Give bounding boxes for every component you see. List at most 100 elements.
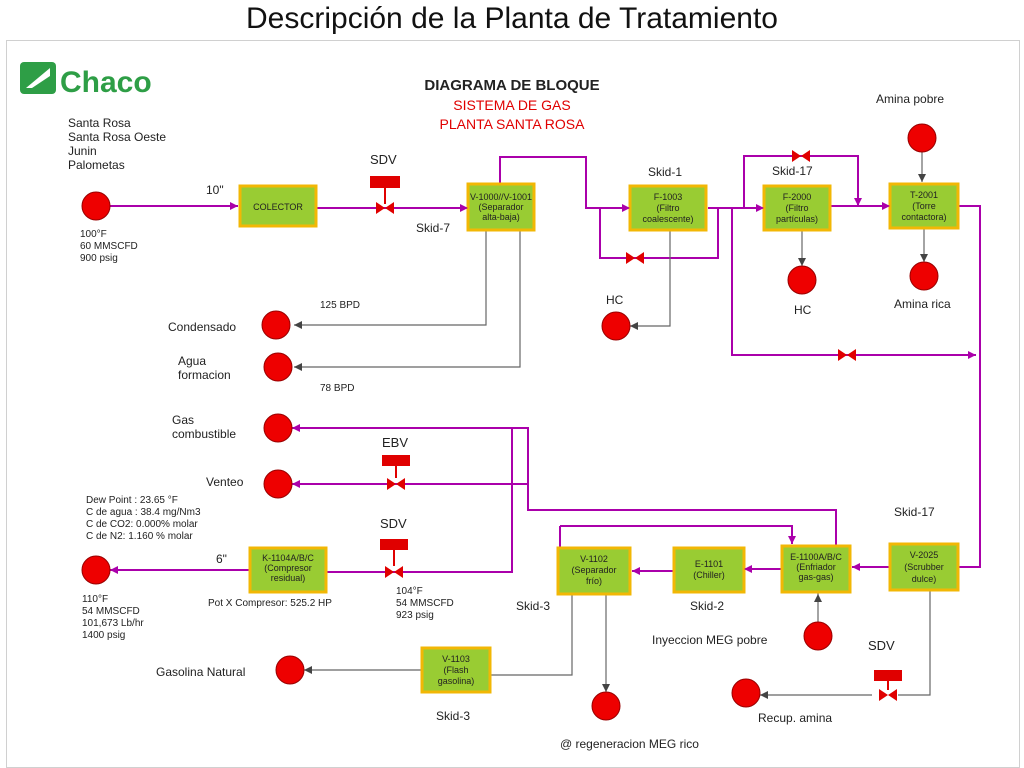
- svg-text:F-2000: F-2000: [783, 192, 812, 202]
- compressor-power: Pot X Compresor: 525.2 HP: [208, 598, 332, 609]
- source-4: Palometas: [68, 158, 125, 172]
- svg-text:(Separador: (Separador: [571, 565, 616, 575]
- dew-point-3: C de CO2: 0.000% molar: [86, 519, 198, 530]
- skid7-label: Skid-7: [416, 221, 450, 235]
- hc-label-1: HC: [606, 293, 624, 307]
- svg-text:coalescente): coalescente): [642, 214, 693, 224]
- compressor-in-temp: 104°F: [396, 586, 423, 597]
- svg-text:(Scrubber: (Scrubber: [904, 562, 944, 572]
- diagram-subtitle-2: PLANTA SANTA ROSA: [440, 116, 586, 132]
- valve-stems: [384, 188, 889, 690]
- source-2: Santa Rosa Oeste: [68, 130, 166, 144]
- svg-text:(Torre: (Torre: [912, 201, 936, 211]
- box-e1101: E-1101 (Chiller): [672, 546, 746, 594]
- svg-text:(Chiller): (Chiller): [693, 570, 725, 580]
- svg-text:gasolina): gasolina): [438, 676, 475, 686]
- dew-point-2: C de agua : 38.4 mg/Nm3: [86, 507, 201, 518]
- liquid-lines: [294, 150, 931, 696]
- arrowheads: [110, 198, 976, 575]
- meg-pobre-node: [803, 621, 833, 651]
- regeneracion-label: @ regeneracion MEG rico: [560, 737, 699, 751]
- inlet-flow: 60 MMSCFD: [80, 241, 138, 252]
- svg-text:frío): frío): [586, 576, 602, 586]
- svg-text:(Filtro: (Filtro: [786, 203, 809, 213]
- box-f2000: F-2000 (Filtro partículas): [762, 184, 832, 232]
- inlet-node: [81, 191, 111, 221]
- svg-text:F-1003: F-1003: [654, 192, 683, 202]
- dew-point-1: Dew Point : 23.65 °F: [86, 495, 178, 506]
- source-3: Junin: [68, 144, 97, 158]
- outlet-flow: 54 MMSCFD: [82, 606, 140, 617]
- dew-point-4: C de N2: 1.160 % molar: [86, 531, 193, 542]
- svg-text:E-1100A/B/C: E-1100A/B/C: [790, 552, 842, 562]
- inlet-size: 10": [206, 183, 224, 197]
- amina-rica-node: [909, 261, 939, 291]
- diagram-subtitle-1: SISTEMA DE GAS: [453, 97, 570, 113]
- svg-text:contactora): contactora): [901, 212, 946, 222]
- box-v2025: V-2025 (Scrubber dulce): [888, 542, 960, 592]
- recup-amina-node: [731, 678, 761, 708]
- svg-text:alta-baja): alta-baja): [482, 212, 520, 222]
- sdv-label-3: SDV: [868, 638, 895, 653]
- bpd78-label: 78 BPD: [320, 383, 354, 394]
- box-v1103: V-1103 (Flash gasolina): [420, 646, 492, 694]
- svg-text:(Compresor: (Compresor: [264, 563, 312, 573]
- svg-text:gas-gas): gas-gas): [798, 572, 833, 582]
- outlet-temp: 110°F: [82, 594, 108, 605]
- recup-amina-label: Recup. amina: [758, 711, 832, 725]
- skid17-right-label: Skid-17: [894, 505, 935, 519]
- agua-label-2: formacion: [178, 368, 231, 382]
- grey-arrowheads: [294, 174, 928, 699]
- gas-label-1: Gas: [172, 413, 194, 427]
- agua-label-1: Agua: [178, 354, 206, 368]
- gas-label-2: combustible: [172, 427, 236, 441]
- valve-1a: [376, 202, 385, 214]
- svg-text:T-2001: T-2001: [910, 190, 938, 200]
- outlet-mass: 101,673 Lb/hr: [82, 618, 144, 629]
- svg-text:V-1102: V-1102: [580, 554, 608, 564]
- agua-node: [263, 352, 293, 382]
- outlet-node: [81, 555, 111, 585]
- svg-text:COLECTOR: COLECTOR: [253, 202, 303, 212]
- svg-text:residual): residual): [271, 573, 306, 583]
- valves: [370, 150, 902, 701]
- svg-text:partículas): partículas): [776, 214, 818, 224]
- gasolina-node: [275, 655, 305, 685]
- sdv-label-2: SDV: [380, 516, 407, 531]
- diagram-title: DIAGRAMA DE BLOQUE: [424, 77, 599, 94]
- skid2-label: Skid-2: [690, 599, 724, 613]
- hc-node-2: [787, 265, 817, 295]
- box-v1102: V-1102 (Separador frío): [556, 546, 632, 596]
- svg-text:(Flash: (Flash: [443, 665, 468, 675]
- amina-pobre-label: Amina pobre: [876, 92, 944, 106]
- svg-text:V-2025: V-2025: [910, 550, 939, 560]
- ebv-label: EBV: [382, 435, 408, 450]
- box-f1003: F-1003 (Filtro coalescente): [628, 184, 708, 232]
- svg-text:V-1000//V-1001: V-1000//V-1001: [470, 192, 532, 202]
- amina-pobre-node: [907, 123, 937, 153]
- skid17-top-label: Skid-17: [772, 164, 813, 178]
- svg-text:dulce): dulce): [912, 574, 937, 584]
- box-colector: COLECTOR: [238, 184, 318, 228]
- svg-text:(Separador: (Separador: [478, 202, 523, 212]
- gas-combustible-node: [263, 413, 293, 443]
- svg-text:(Filtro: (Filtro: [657, 203, 680, 213]
- inlet-temp: 100°F: [80, 229, 107, 240]
- inlet-pressure: 900 psig: [80, 253, 118, 264]
- condensado-node: [261, 310, 291, 340]
- box-t2001: T-2001 (Torre contactora): [888, 182, 960, 230]
- svg-text:K-1104A/B/C: K-1104A/B/C: [262, 553, 314, 563]
- logo-text: Chaco: [60, 66, 152, 99]
- outlet-pressure: 1400 psig: [82, 630, 125, 641]
- venteo-node: [263, 469, 293, 499]
- hc-node-1: [601, 311, 631, 341]
- venteo-label: Venteo: [206, 475, 244, 489]
- condensado-label: Condensado: [168, 320, 236, 334]
- skid3-label-a: Skid-3: [516, 599, 550, 613]
- inyeccion-label: Inyeccion MEG pobre: [652, 633, 768, 647]
- hc-label-2: HC: [794, 303, 812, 317]
- box-e1100: E-1100A/B/C (Enfriador gas-gas): [780, 544, 852, 594]
- nodes: [81, 123, 939, 721]
- ebv-actuator: [382, 455, 410, 466]
